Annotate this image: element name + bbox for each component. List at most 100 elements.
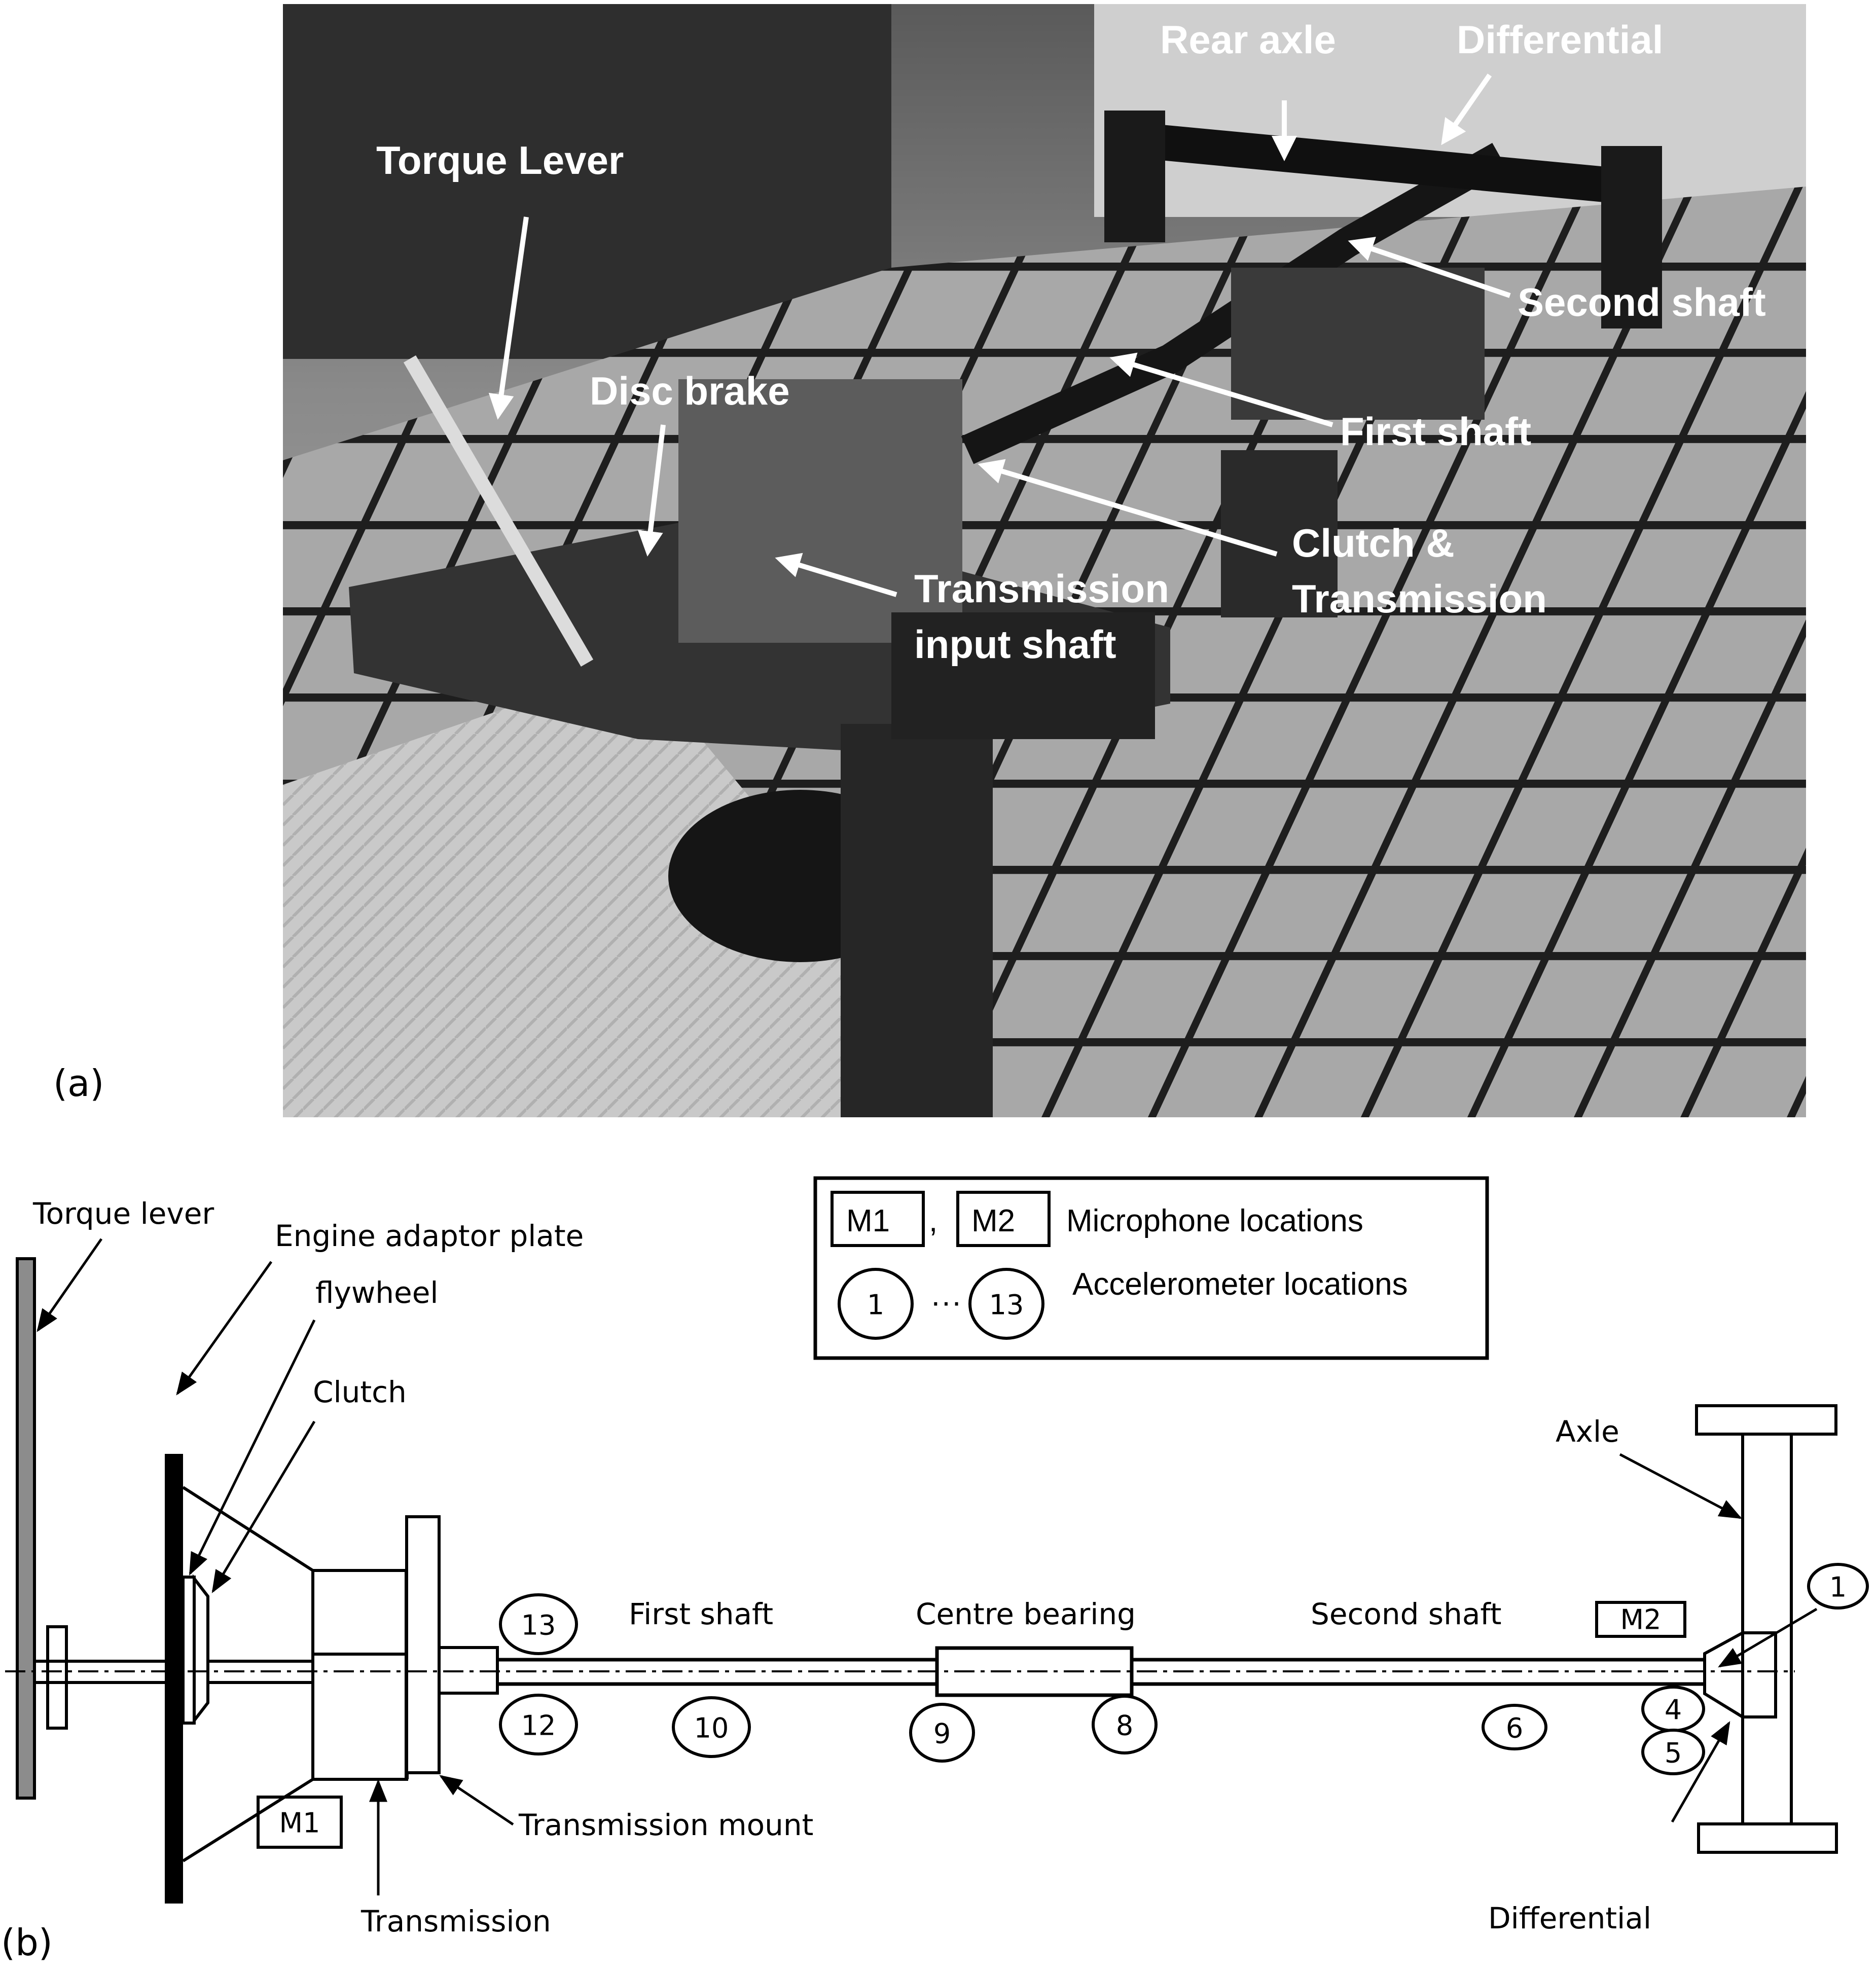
photo-label-torque-lever: Torque Lever — [376, 138, 624, 182]
photo-arrow-second-shaft — [1348, 237, 1511, 298]
legend-mic-m2: M2 — [971, 1203, 1015, 1238]
photo-transmission-stand — [1221, 450, 1338, 617]
clutch — [193, 1574, 209, 1725]
accelerometer-marker-4: 4 — [1641, 1686, 1705, 1732]
legend: M1 , M2 Microphone locations 1 ··· 13 Ac… — [813, 1176, 1489, 1360]
drivetrain-schematic: M1 , M2 Microphone locations 1 ··· 13 Ac… — [5, 1176, 1869, 1939]
photo-label-differential: Differential — [1457, 17, 1663, 62]
legend-acc-ellipsis: ··· — [930, 1285, 962, 1320]
microphone-box-m2 — [1595, 1601, 1686, 1638]
label-clutch: Clutch — [313, 1375, 407, 1409]
microphone-label-m2: M2 — [1620, 1604, 1662, 1636]
photo-label-input-shaft-line2: input shaft — [914, 622, 1116, 667]
photo-arrow-first-shaft — [1109, 352, 1333, 427]
accelerometer-label-13: 13 — [521, 1610, 556, 1641]
transmission-box-lower — [311, 1653, 408, 1781]
microphone-box-m1 — [257, 1796, 343, 1849]
transmission-mount — [405, 1515, 441, 1774]
transmission-box — [311, 1569, 408, 1656]
photo-arrow-disc-brake — [637, 424, 666, 557]
bell-housing-top — [182, 1486, 314, 1572]
legend-acc-first: 1 — [867, 1289, 884, 1321]
arrow-torque-lever — [37, 1238, 103, 1332]
accelerometer-marker-5: 5 — [1641, 1729, 1705, 1775]
legend-mic-sep: , — [929, 1203, 937, 1238]
test-rig-photo: Torque Lever Disc brake Rear axle Differ… — [283, 4, 1806, 1117]
photo-rear-axle — [1143, 123, 1629, 204]
arrow-clutch — [211, 1420, 316, 1593]
photo-arrow-input-shaft — [775, 553, 897, 597]
label-flywheel: flywheel — [315, 1275, 439, 1310]
accelerometer-marker-1: 1 — [1807, 1563, 1869, 1610]
bell-housing-bottom — [182, 1778, 314, 1862]
panel-label-a: (a) — [53, 1062, 104, 1105]
torque-lever-bar — [16, 1257, 36, 1800]
photo-axle-stand-left — [1104, 111, 1165, 242]
engine-adaptor-plate — [165, 1454, 183, 1904]
accelerometer-label-8: 8 — [1116, 1710, 1133, 1742]
legend-mic-box-m1 — [831, 1191, 925, 1247]
differential-housing — [1703, 1631, 1777, 1718]
accelerometer-marker-12: 12 — [499, 1694, 578, 1755]
accelerometer-label-10: 10 — [694, 1712, 729, 1744]
flywheel — [182, 1576, 196, 1725]
legend-frame — [813, 1176, 1489, 1360]
arrow-differential — [1671, 1721, 1730, 1823]
legend-mic-description: Microphone locations — [1066, 1203, 1363, 1238]
label-axle: Axle — [1556, 1414, 1619, 1449]
accelerometer-marker-8: 8 — [1092, 1695, 1158, 1754]
accelerometer-label-5: 5 — [1665, 1737, 1682, 1769]
photo-support-box — [1231, 268, 1485, 420]
accelerometer-marker-6: 6 — [1482, 1704, 1547, 1750]
accelerometer-label-12: 12 — [521, 1710, 556, 1742]
arrow-accelerometer-1 — [1718, 1607, 1818, 1668]
accelerometer-marker-9: 9 — [909, 1703, 975, 1763]
photo-arrow-clutch-transmission — [978, 459, 1278, 557]
photo-label-second-shaft: Second shaft — [1518, 280, 1766, 324]
label-second-shaft: Second shaft — [1311, 1597, 1502, 1631]
legend-mic-m1: M1 — [846, 1203, 890, 1238]
axle-wheel-bottom — [1697, 1822, 1838, 1854]
label-centre-bearing: Centre bearing — [916, 1597, 1136, 1631]
arrow-axle — [1619, 1453, 1742, 1519]
accelerometer-marker-10: 10 — [672, 1696, 751, 1758]
photo-torque-lever — [403, 355, 594, 667]
input-flange — [46, 1625, 68, 1730]
label-transmission-mount: Transmission mount — [518, 1808, 813, 1842]
photo-checker-plate — [283, 663, 891, 1117]
photo-arrow-differential — [1441, 74, 1492, 145]
photo-control-box — [891, 612, 1155, 739]
photo-axle-stand-right — [1601, 146, 1662, 328]
arrow-flywheel — [189, 1319, 316, 1576]
accelerometer-label-6: 6 — [1506, 1712, 1523, 1744]
label-transmission: Transmission — [360, 1904, 551, 1939]
photo-vertical-plate — [678, 379, 962, 643]
photo-label-rear-axle: Rear axle — [1160, 17, 1336, 62]
label-engine-adaptor-plate: Engine adaptor plate — [275, 1219, 584, 1253]
label-torque-lever: Torque lever — [32, 1196, 214, 1231]
photo-label-disc-brake: Disc brake — [590, 369, 790, 413]
legend-acc-description: Accelerometer locations — [1072, 1267, 1408, 1302]
panel-label-b: (b) — [1, 1921, 53, 1964]
accelerometer-label-1: 1 — [1829, 1571, 1847, 1603]
photo-label-input-shaft-line1: Transmission — [914, 566, 1169, 611]
accelerometer-marker-13: 13 — [499, 1593, 578, 1655]
legend-acc-last: 13 — [989, 1289, 1024, 1321]
legend-acc-circle-last — [968, 1268, 1044, 1340]
axle-wheel-top — [1695, 1404, 1837, 1436]
label-first-shaft: First shaft — [629, 1597, 773, 1631]
photo-pedestal-front — [841, 724, 993, 1117]
accelerometer-label-9: 9 — [933, 1718, 951, 1750]
photo-label-clutch-transmission-line2: Transmission — [1292, 576, 1547, 621]
accelerometer-label-4: 4 — [1665, 1694, 1682, 1726]
photo-dark-wall — [283, 4, 891, 359]
photo-label-clutch-transmission-line1: Clutch & — [1292, 521, 1455, 565]
arrow-engine-adaptor-plate — [176, 1261, 273, 1396]
photo-label-first-shaft: First shaft — [1340, 409, 1531, 454]
legend-acc-circle-first — [838, 1268, 914, 1340]
label-differential: Differential — [1488, 1901, 1651, 1935]
legend-mic-box-m2 — [956, 1191, 1051, 1247]
microphone-label-m1: M1 — [279, 1807, 320, 1839]
arrow-transmission-mount — [439, 1775, 514, 1826]
photo-arrow-torque-lever — [488, 216, 529, 420]
